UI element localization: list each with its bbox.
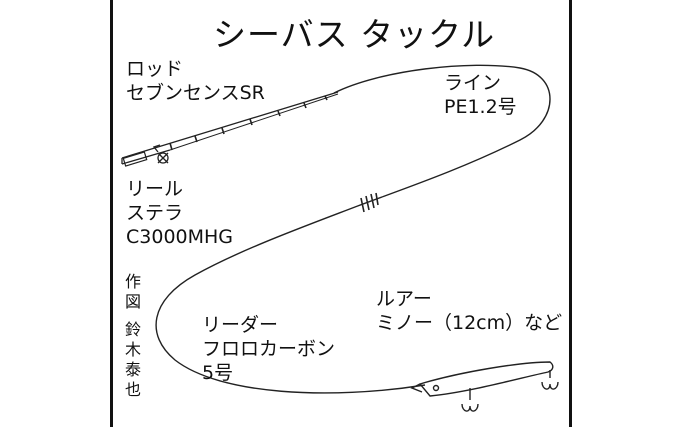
credit-char: 也 [124,380,141,399]
credit-char: 図 [124,292,141,311]
line-knot [360,192,379,213]
lure-heading: ルアー [376,288,432,310]
credit-char: 木 [124,340,141,359]
credit-char: 作 [124,272,141,291]
credit-char: 鈴 [124,320,141,339]
rod-icon [121,91,339,167]
line-heading: ライン [444,72,502,94]
credit-char: 泰 [124,360,141,379]
leader-material: フロロカーボン [202,338,336,360]
lure-icon [410,361,559,412]
rod-heading: ロッド [126,58,184,80]
leader-size: 5号 [202,362,234,384]
leader-heading: リーダー [202,314,279,336]
credit: 作 図 鈴 木 泰 也 [122,272,144,400]
diagram-frame [110,0,572,427]
fishing-line-curve [155,64,551,394]
right-margin [572,0,690,427]
left-margin [0,0,110,427]
rod-name: セブンセンスSR [126,82,265,104]
reel-icon [152,144,169,164]
page-title: シーバス タックル [213,15,496,54]
lure-spec: ミノー（12cm）など [376,312,563,334]
reel-name: ステラ [126,202,184,224]
reel-heading: リール [126,178,184,200]
reel-model: C3000MHG [126,226,234,248]
line-spec: PE1.2号 [444,96,517,118]
